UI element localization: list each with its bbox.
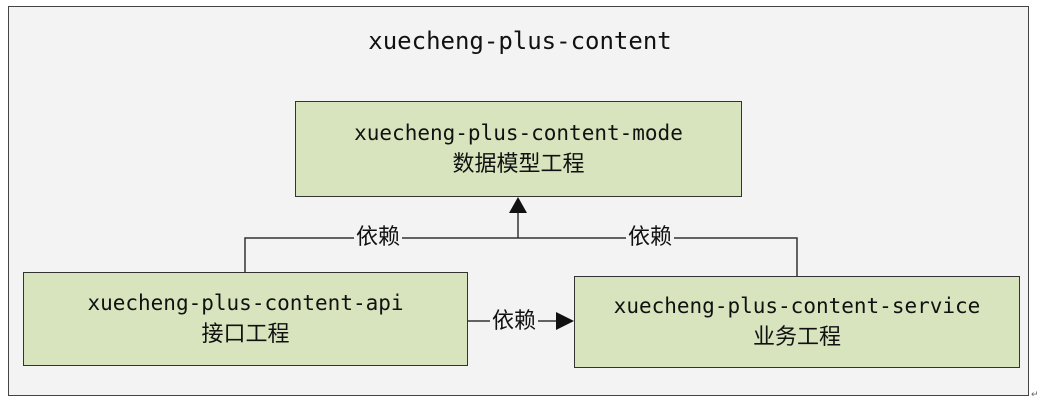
edge-api-to-model bbox=[244, 237, 518, 272]
node-service-name: xuecheng-plus-content-service bbox=[613, 294, 981, 318]
node-api-name: xuecheng-plus-content-api bbox=[87, 291, 404, 315]
edge-label-service-model: 依赖 bbox=[626, 225, 675, 251]
node-model-desc: 数据模型工程 bbox=[452, 152, 585, 177]
node-model-name: xuecheng-plus-content-mode bbox=[354, 121, 683, 145]
arrowhead-up-icon bbox=[509, 197, 527, 213]
edge-label-api-model: 依赖 bbox=[354, 225, 403, 251]
container-title: xuecheng-plus-content bbox=[368, 27, 672, 55]
node-service-desc: 业务工程 bbox=[752, 325, 841, 350]
paragraph-mark-icon: ↵ bbox=[1031, 390, 1039, 400]
edge-service-to-model bbox=[518, 237, 798, 276]
node-api: xuecheng-plus-content-api 接口工程 bbox=[23, 272, 468, 366]
node-service: xuecheng-plus-content-service 业务工程 bbox=[574, 276, 1020, 368]
node-model: xuecheng-plus-content-mode 数据模型工程 bbox=[295, 101, 742, 197]
edge-label-api-service: 依赖 bbox=[490, 309, 539, 335]
arrowhead-right-icon bbox=[556, 312, 574, 330]
node-api-desc: 接口工程 bbox=[201, 322, 290, 347]
